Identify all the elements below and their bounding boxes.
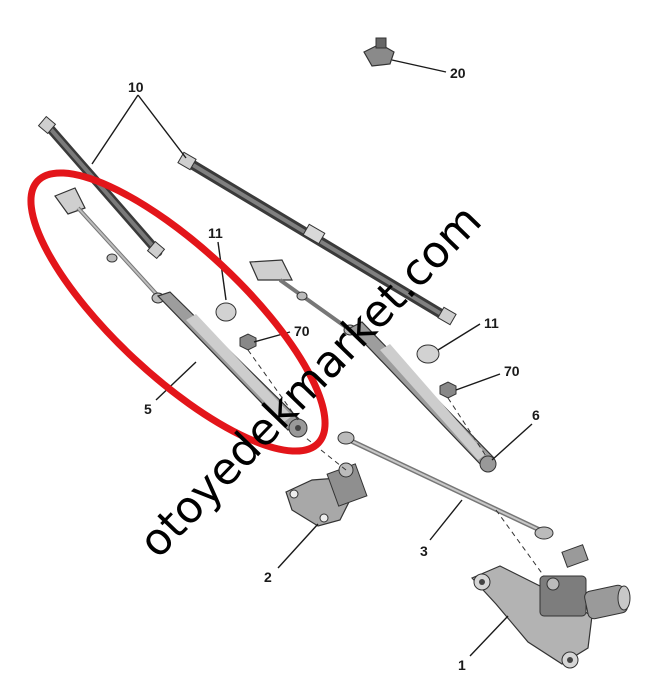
pivot-bracket	[285, 437, 368, 527]
cap-11-left	[215, 302, 237, 322]
callout-3: 3	[420, 543, 428, 559]
callout-2: 2	[264, 569, 272, 585]
wiper-motor-assembly	[470, 544, 631, 669]
callout-5: 5	[144, 401, 152, 417]
callout-1: 1	[458, 657, 466, 673]
callout-11-right: 11	[484, 315, 499, 331]
nut-70-left	[239, 333, 257, 351]
callout-20: 20	[450, 65, 466, 81]
callout-6: 6	[532, 407, 540, 423]
highlight-ellipse	[27, 169, 329, 455]
callout-11-left: 11	[208, 225, 223, 241]
wiper-blade-right	[177, 151, 457, 326]
wiper-blade-left	[37, 115, 166, 260]
wiper-arm-right	[249, 259, 497, 473]
cap-11-right	[416, 344, 440, 364]
electrical-connector	[363, 37, 395, 67]
nut-70-right	[439, 381, 457, 399]
callout-70-left: 70	[294, 323, 310, 339]
linkage-rod	[337, 431, 571, 613]
wiper-arm-left	[54, 187, 308, 438]
callout-70-right: 70	[504, 363, 520, 379]
callout-10: 10	[128, 79, 144, 95]
